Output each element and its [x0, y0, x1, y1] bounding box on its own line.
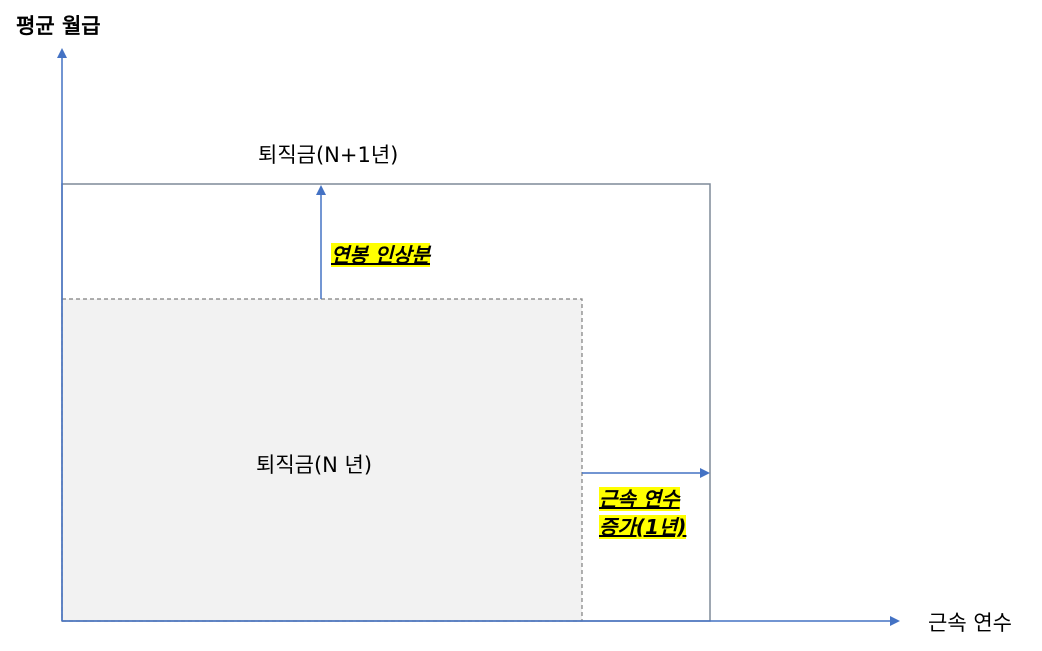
tenure-increase-text-line1: 근속 연수 — [599, 487, 680, 511]
tenure-increase-label: 근속 연수 증가(1년) — [599, 485, 687, 541]
inner-box — [61, 298, 583, 622]
salary-increase-label: 연봉 인상분 — [331, 239, 430, 268]
inner-box-label: 퇴직금(N 년) — [256, 453, 373, 477]
y-axis-label: 평균 월급 — [16, 14, 101, 38]
outer-box-label: 퇴직금(N+1년) — [258, 143, 399, 167]
tenure-increase-text-line2: 증가(1년) — [599, 515, 687, 539]
salary-increase-text: 연봉 인상분 — [331, 243, 430, 267]
x-axis-label: 근속 연수 — [928, 611, 1012, 635]
